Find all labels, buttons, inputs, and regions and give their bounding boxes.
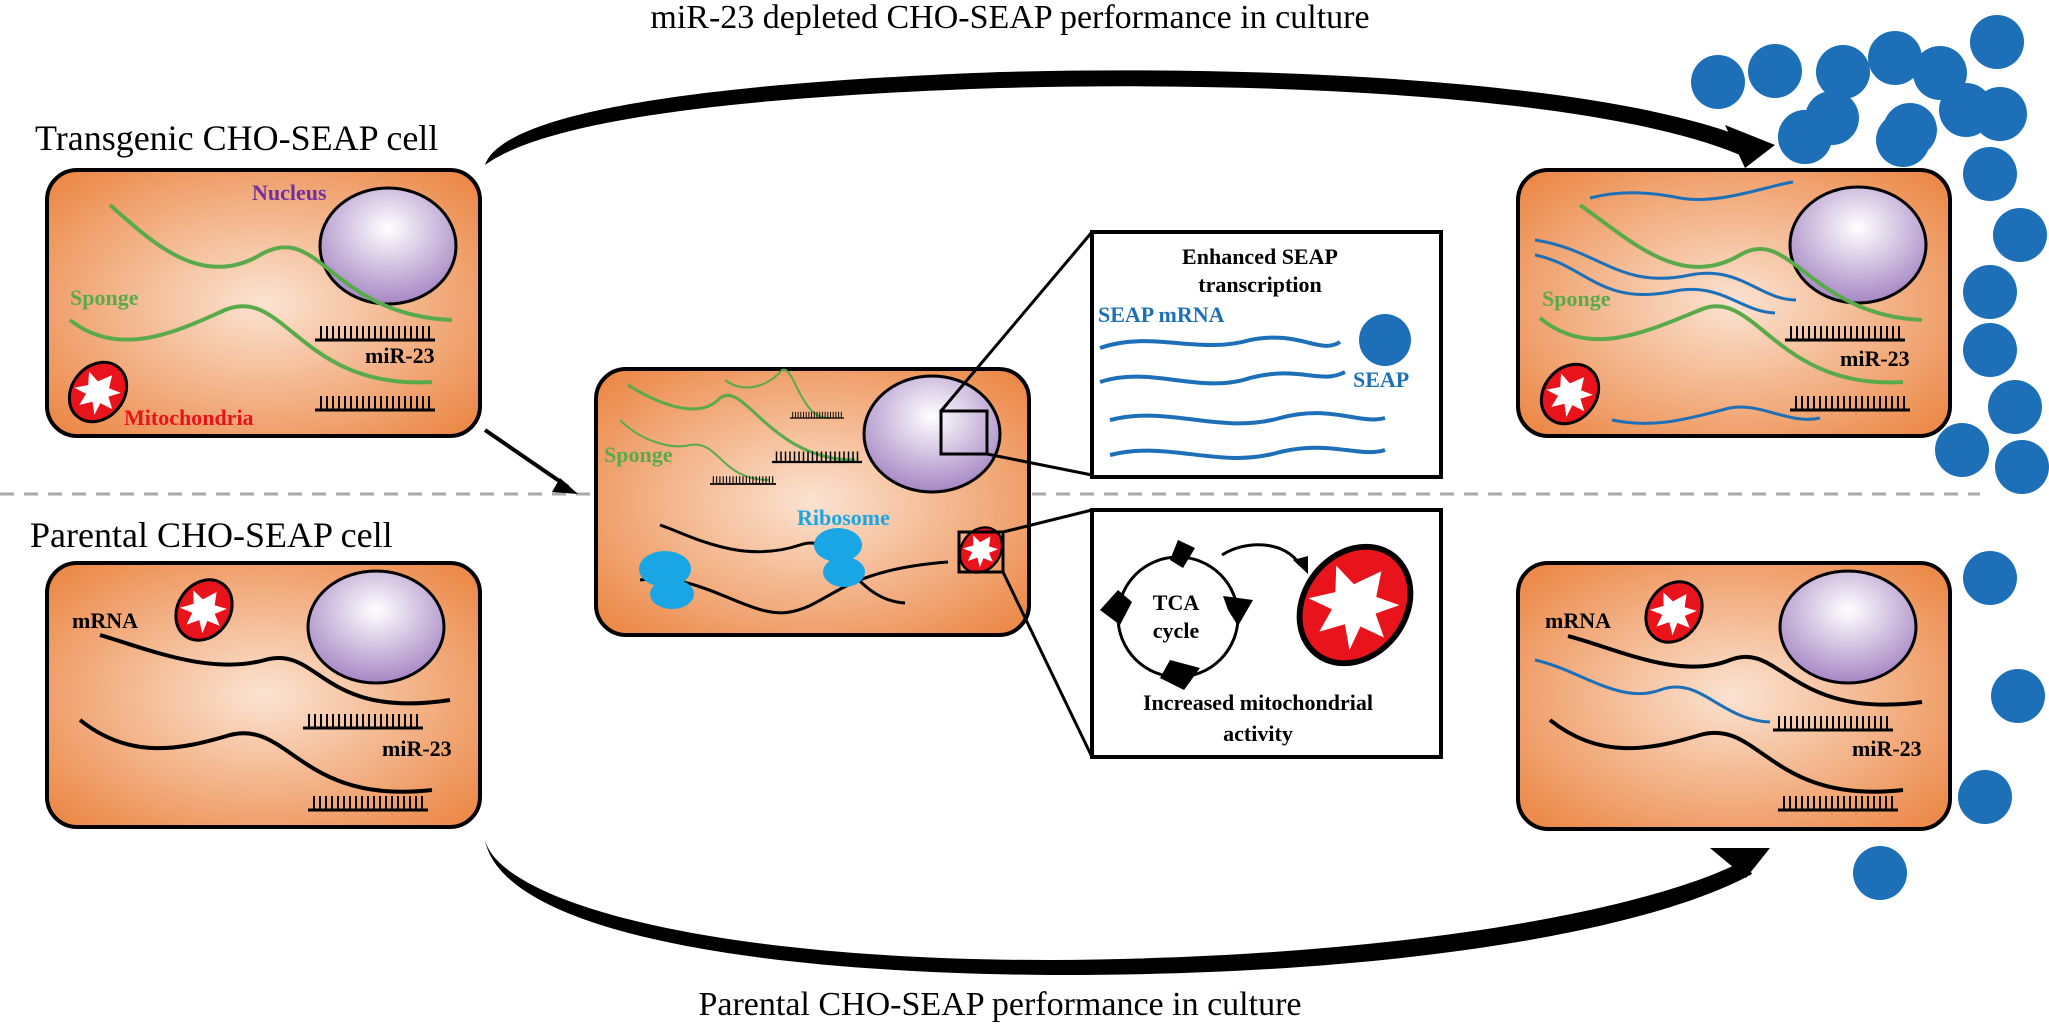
sponge-strand bbox=[108, 203, 453, 322]
transcription-box: Enhanced SEAP transcription SEAP mRNA SE… bbox=[1090, 230, 1443, 479]
seap-dot bbox=[1963, 265, 2017, 319]
seap-dot bbox=[1963, 551, 2017, 605]
mito-activity-line1: Increased mitochondrial bbox=[1143, 690, 1373, 715]
tca-box: TCA cycle Increased mitochondrial activi… bbox=[1090, 508, 1443, 759]
seap-dot bbox=[1970, 15, 2024, 69]
top-title: miR-23 depleted CHO-SEAP performance in … bbox=[650, 0, 1369, 36]
seap-dot bbox=[1868, 31, 1922, 85]
seap-mrna-label: SEAP mRNA bbox=[1098, 302, 1225, 327]
tca-label-line1: TCA bbox=[1153, 590, 1200, 615]
nucleus bbox=[862, 374, 1002, 494]
seap-mrna-strand bbox=[1109, 445, 1386, 460]
seap-dot bbox=[1963, 323, 2017, 377]
mir23-label: miR-23 bbox=[382, 736, 452, 761]
sponge-strand bbox=[1538, 304, 1904, 385]
middle-cell bbox=[594, 367, 1031, 637]
seap-dot bbox=[1991, 669, 2045, 723]
tca-arrow-icon bbox=[1170, 540, 1195, 568]
seap-dot bbox=[1973, 87, 2027, 141]
seap-mrna-strand bbox=[1589, 180, 1794, 201]
sponge-strand bbox=[627, 383, 856, 462]
curved-arrow bbox=[1221, 543, 1302, 566]
transgenic-cell-label: Transgenic CHO-SEAP cell bbox=[35, 118, 438, 158]
tca-arrow-icon bbox=[1100, 590, 1132, 625]
seap-dot bbox=[1853, 846, 1907, 900]
seap-dot bbox=[1876, 113, 1930, 167]
seap-protein-icon bbox=[1359, 314, 1411, 366]
mrna-strand bbox=[99, 633, 451, 706]
sponge-label: Sponge bbox=[1542, 286, 1611, 311]
seap-mrna-strand bbox=[1099, 335, 1342, 350]
nucleus bbox=[1788, 185, 1928, 305]
seap-mrna-strand bbox=[1611, 405, 1821, 425]
nucleus-label: Nucleus bbox=[252, 180, 327, 205]
seap-dot bbox=[1691, 55, 1745, 109]
seap-label: SEAP bbox=[1353, 367, 1409, 392]
seap-dot bbox=[1995, 440, 2049, 494]
sponge-strand bbox=[1578, 203, 1923, 322]
tca-arrow-icon bbox=[1223, 596, 1253, 626]
transcription-title-line2: transcription bbox=[1198, 272, 1321, 297]
sponge-strand bbox=[619, 419, 771, 481]
ribosome-icon bbox=[814, 528, 865, 587]
seap-dot bbox=[1778, 110, 1832, 164]
seap-mrna-strand bbox=[1534, 253, 1776, 315]
mrna-strand bbox=[1548, 718, 1904, 794]
mrna-strand bbox=[639, 560, 949, 615]
transcription-title-line1: Enhanced SEAP bbox=[1182, 244, 1338, 269]
seap-dot bbox=[1748, 44, 1802, 98]
nucleus-zoom-box bbox=[939, 409, 989, 456]
seap-dot bbox=[1958, 770, 2012, 824]
secreted-seap-high bbox=[1691, 15, 2049, 494]
depleted-cell bbox=[1516, 168, 1952, 438]
parental-cell bbox=[45, 561, 482, 829]
mito-zoom-box bbox=[957, 530, 1005, 574]
parental-result-cell bbox=[1516, 561, 1952, 831]
mitochondria-label: Mitochondria bbox=[124, 405, 254, 430]
seap-mrna-strand bbox=[1109, 411, 1386, 426]
seap-dot bbox=[1963, 147, 2017, 201]
tca-arrow-icon bbox=[1160, 660, 1200, 690]
top-process-arrow bbox=[485, 70, 1775, 168]
converge-arrows bbox=[483, 428, 578, 494]
nucleus bbox=[318, 186, 458, 306]
zoom-connectors bbox=[939, 231, 1094, 758]
mrna-strand bbox=[1567, 634, 1923, 707]
tca-label-line2: cycle bbox=[1153, 618, 1200, 643]
seap-dot bbox=[1935, 423, 1989, 477]
seap-mrna-strand bbox=[1534, 238, 1797, 302]
transgenic-cell bbox=[45, 168, 482, 438]
seap-dot bbox=[1988, 380, 2042, 434]
mrna-label: mRNA bbox=[72, 608, 138, 633]
seap-dot bbox=[1816, 45, 1870, 99]
sponge-strand bbox=[68, 304, 433, 385]
parental-cell-label: Parental CHO-SEAP cell bbox=[30, 515, 393, 555]
sponge-strand bbox=[724, 368, 831, 420]
sponge-label: Sponge bbox=[70, 285, 139, 310]
seap-mrna-strand bbox=[1534, 658, 1771, 724]
mrna-label: mRNA bbox=[1545, 608, 1611, 633]
sponge-label: Sponge bbox=[604, 442, 673, 467]
mir23-label: miR-23 bbox=[1852, 736, 1922, 761]
mir23-label: miR-23 bbox=[1840, 346, 1910, 371]
bottom-title: Parental CHO-SEAP performance in culture bbox=[698, 986, 1301, 1023]
mir23-label: miR-23 bbox=[365, 343, 435, 368]
ribosome-icon bbox=[639, 551, 694, 609]
nucleus bbox=[1778, 569, 1918, 685]
mito-activity-line2: activity bbox=[1223, 721, 1293, 746]
nucleus bbox=[306, 569, 446, 685]
seap-dot bbox=[1993, 208, 2047, 262]
bottom-process-arrow bbox=[485, 840, 1770, 976]
mrna-strand bbox=[659, 523, 906, 605]
ribosome-label: Ribosome bbox=[797, 505, 890, 530]
mrna-strand bbox=[78, 718, 433, 794]
secreted-seap-low bbox=[1853, 551, 2045, 900]
seap-mrna-strand bbox=[1099, 370, 1346, 386]
